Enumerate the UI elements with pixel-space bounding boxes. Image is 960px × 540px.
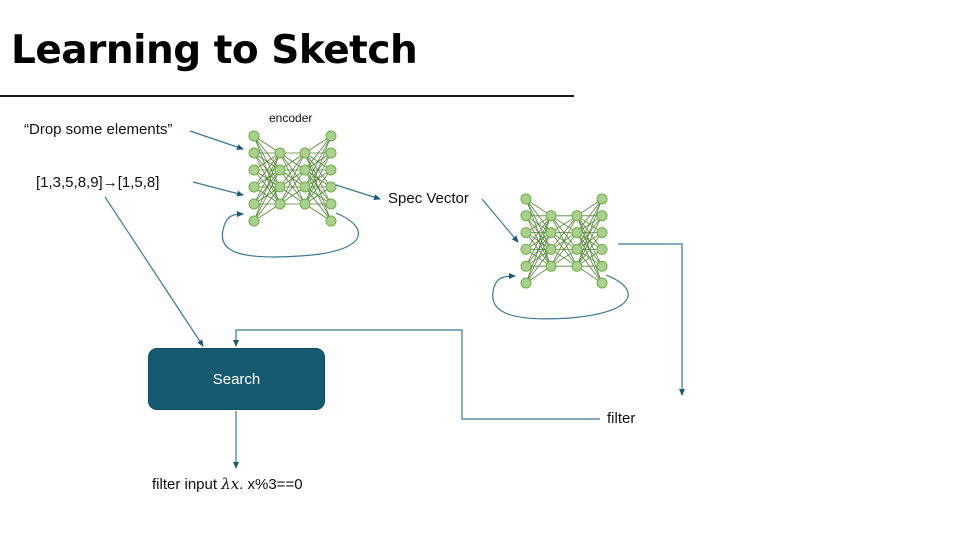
arrow-drop-to-encoder (189, 130, 244, 150)
network-edge (253, 186, 281, 222)
network-node (274, 164, 286, 176)
network-node (545, 227, 557, 239)
network-edge (550, 215, 578, 267)
encoder-network (248, 130, 337, 227)
network-node (520, 277, 532, 289)
network-edge (253, 152, 281, 222)
network-node (571, 260, 583, 272)
arrow-example-to-encoder (192, 181, 244, 197)
network-node (545, 260, 557, 272)
filter-label: filter (607, 410, 636, 427)
decoder-loop-arrow (492, 273, 629, 320)
title-divider (0, 95, 574, 97)
output-suffix: . x%3==0 (239, 476, 303, 493)
network-node (299, 198, 311, 210)
network-node (596, 243, 608, 255)
network-node (596, 193, 608, 205)
search-label: Search (212, 370, 261, 388)
lambda-symbol: λx (221, 475, 240, 493)
network-node (596, 277, 608, 289)
network-node (325, 181, 337, 193)
connector-filter-to-search (233, 329, 600, 420)
network-edge (525, 215, 552, 284)
network-edge (253, 169, 281, 222)
drop-elements-label: “Drop some elements” (24, 121, 173, 138)
network-node (325, 147, 337, 159)
slide-title: Learning to Sketch (11, 28, 418, 73)
network-node (571, 227, 583, 239)
network-node (274, 198, 286, 210)
network-node (545, 210, 557, 222)
network-node (596, 227, 608, 239)
network-edge (576, 232, 603, 267)
network-node (520, 260, 532, 272)
network-edge (525, 249, 552, 284)
network-node (299, 181, 311, 193)
arrow-spec-to-decoder (481, 198, 519, 243)
network-edge (253, 152, 281, 205)
network-node (520, 210, 532, 222)
decoder-network (520, 193, 608, 289)
network-edge (576, 198, 603, 233)
network-edge (550, 215, 578, 250)
network-node (520, 227, 532, 239)
network-node (325, 198, 337, 210)
network-edge (304, 135, 332, 205)
network-edge (304, 169, 332, 205)
network-node (596, 260, 608, 272)
network-edge (550, 232, 578, 267)
network-node (596, 210, 608, 222)
network-edge (304, 135, 332, 171)
arrow-encoder-to-spec (335, 184, 381, 201)
network-node (248, 147, 260, 159)
network-node (545, 243, 557, 255)
network-edge (253, 152, 281, 188)
network-edge (304, 152, 332, 205)
network-edge (279, 169, 306, 205)
spec-vector-label: Spec Vector (388, 190, 469, 207)
network-node (248, 198, 260, 210)
network-node (571, 243, 583, 255)
network-node (325, 130, 337, 142)
network-node (248, 181, 260, 193)
example-io-label: [1,3,5,8,9]→[1,5,8] (36, 174, 160, 191)
network-edge (576, 215, 603, 267)
network-node (248, 215, 260, 227)
network-edge (279, 152, 306, 205)
network-edge (279, 152, 306, 188)
output-prefix: filter input (152, 476, 222, 493)
connector-decoder-out (618, 243, 685, 396)
network-node (274, 147, 286, 159)
network-node (325, 215, 337, 227)
network-edge (525, 215, 552, 250)
network-node (571, 210, 583, 222)
encoder-loop-arrow (221, 211, 360, 258)
output-program-label: filter input λx. x%3==0 (152, 475, 303, 493)
network-node (299, 164, 311, 176)
network-edge (525, 215, 552, 267)
network-node (248, 130, 260, 142)
arrow-example-to-search (104, 196, 204, 347)
encoder-label: encoder (269, 111, 313, 125)
network-edge (576, 198, 603, 267)
network-node (299, 147, 311, 159)
network-node (248, 164, 260, 176)
network-node (325, 164, 337, 176)
network-node (274, 181, 286, 193)
search-node: Search (148, 348, 325, 410)
network-node (520, 243, 532, 255)
network-edge (576, 198, 603, 250)
network-edge (525, 232, 552, 284)
network-node (520, 193, 532, 205)
network-edge (304, 135, 332, 188)
